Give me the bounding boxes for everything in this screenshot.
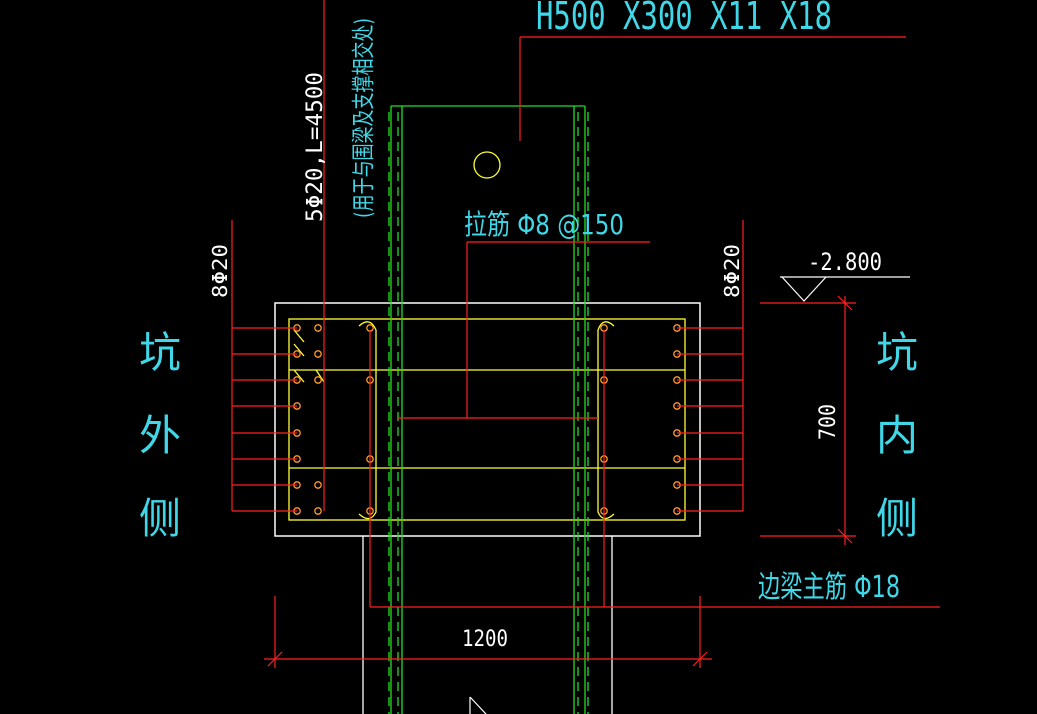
pit-outside-char-3: 侧 xyxy=(139,494,181,543)
pit-inside-char-1: 坑 xyxy=(876,328,918,377)
height-dimension-label: 700 xyxy=(816,404,841,440)
edge-beam-main-bar-label: 边梁主筋 Φ18 xyxy=(758,570,900,605)
top-bars-label: 5Φ20,L=4500 xyxy=(303,72,328,222)
steel-h-section xyxy=(388,105,589,714)
left-side-bars-label: 8Φ20 xyxy=(208,244,232,298)
pit-outside-char-2: 外 xyxy=(139,411,181,460)
pit-outside-label: 坑 外 侧 xyxy=(139,328,181,543)
width-dimension-label: 1200 xyxy=(462,627,508,652)
top-bars-note: (用于与围梁及支撑相交处) xyxy=(351,18,377,218)
rebar-points xyxy=(293,324,681,515)
stirrups xyxy=(288,318,686,521)
column-marker xyxy=(473,151,501,179)
pit-inside-label: 坑 内 侧 xyxy=(876,328,918,543)
pit-outside-char-1: 坑 xyxy=(139,328,181,377)
pit-inside-char-3: 侧 xyxy=(876,494,918,543)
section-size-label: H500 X300 X11 X18 xyxy=(536,0,832,38)
beam-outline xyxy=(274,302,701,537)
elevation-symbol xyxy=(780,276,910,302)
pit-inside-char-2: 内 xyxy=(876,411,918,460)
tie-bar-label: 拉筋 Φ8 @150 xyxy=(464,208,624,241)
section-arrow-diagonal xyxy=(469,696,487,714)
elevation-label: -2.800 xyxy=(808,248,882,276)
right-side-bars-label: 8Φ20 xyxy=(720,244,744,298)
leader-lines xyxy=(231,0,940,668)
